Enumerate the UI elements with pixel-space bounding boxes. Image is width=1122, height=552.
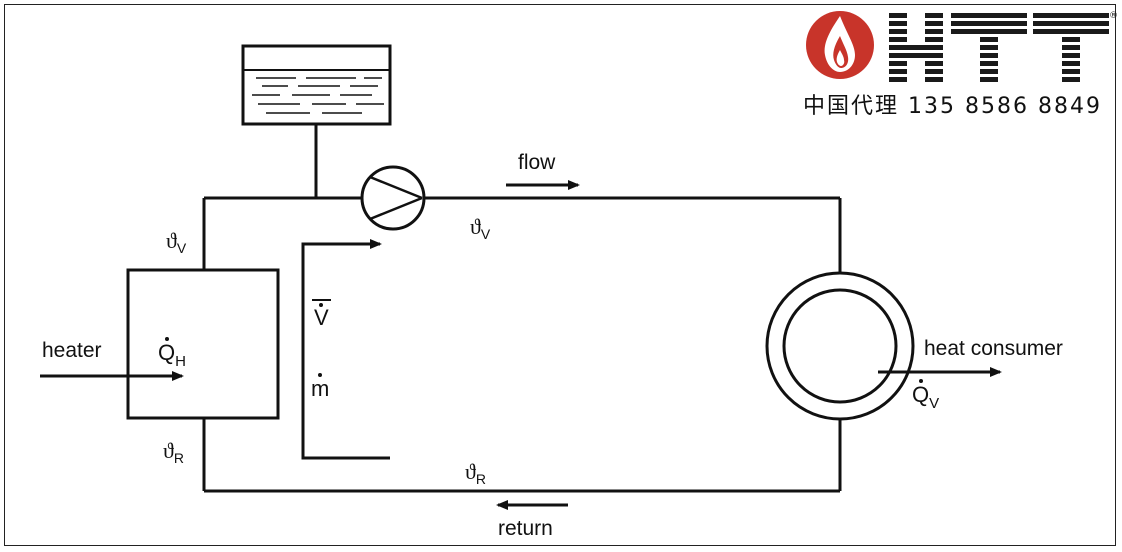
- q-heater-symbol: QH: [158, 337, 186, 370]
- heat-consumer-label: heat consumer: [924, 337, 1063, 360]
- theta-return-bottom: ϑR: [465, 459, 487, 487]
- pump: [360, 165, 426, 231]
- heat-consumer: [765, 271, 915, 421]
- return-label: return: [498, 517, 553, 540]
- flow-label: flow: [518, 151, 556, 174]
- theta-return-left: ϑR: [163, 438, 185, 466]
- heater-label: heater: [42, 339, 102, 362]
- heater-box: [126, 268, 280, 420]
- diagram-frame: [4, 4, 1116, 546]
- theta-flow-left: ϑV: [166, 228, 187, 256]
- pipes: [202, 196, 842, 493]
- registered-mark: ®: [1109, 11, 1118, 21]
- theta-flow-top: ϑV: [470, 214, 491, 242]
- volume-flow-symbol: V: [312, 299, 331, 330]
- measurement-bracket: [301, 239, 390, 460]
- agent-contact-line: 中国代理 135 8586 8849: [803, 94, 1102, 119]
- tank-liquid-lines: [252, 77, 384, 114]
- htt-wordmark: [889, 13, 1109, 82]
- flame-icon: [806, 11, 874, 79]
- expansion-tank: [241, 44, 392, 198]
- mass-flow-symbol: m: [311, 373, 330, 401]
- q-consumer-symbol: QV: [912, 379, 940, 412]
- htt-logo: ®: [806, 11, 1118, 82]
